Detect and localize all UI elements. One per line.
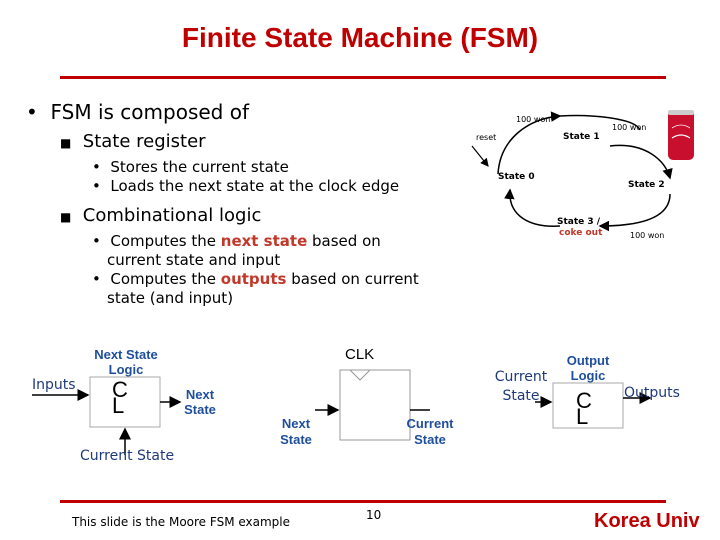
sub-bullet-state-register: ■ State register xyxy=(60,131,206,152)
brand-korea-univ: Korea Univ xyxy=(594,510,700,532)
footer-rule xyxy=(60,500,666,503)
clock-triangle xyxy=(349,369,371,381)
outputs-label: Outputs xyxy=(624,385,680,401)
state-0: State 0 xyxy=(498,172,535,182)
square-bullet: ■ xyxy=(60,210,72,224)
sub-bullet-combinational-logic: ■ Combinational logic xyxy=(60,205,262,226)
state-register-box xyxy=(339,369,411,441)
bullet-1-text: FSM is composed of xyxy=(50,100,250,124)
current-state-in-label: Current State xyxy=(80,448,175,464)
fsm-block-diagram xyxy=(32,369,652,455)
register-next-state-label: Next State xyxy=(280,416,312,447)
next-state-out-label: Next State xyxy=(184,387,216,417)
inputs-label: Inputs xyxy=(32,377,76,393)
sub1-item: • Stores the current state xyxy=(92,158,289,176)
square-bullet: ■ xyxy=(60,136,72,150)
register-current-state-label: Current State xyxy=(406,416,454,447)
next-state-logic-label: Next State Logic xyxy=(94,347,158,377)
state-3: State 3 / xyxy=(557,217,601,227)
edge-s1-s2 xyxy=(609,144,673,180)
next-state-logic-box xyxy=(89,376,161,428)
logic-symbol-1: C L xyxy=(112,377,128,418)
bullet-1: • FSM is composed of xyxy=(26,100,249,124)
slide-title: Finite State Machine (FSM) xyxy=(181,22,539,53)
edge-label-right: 100 won xyxy=(612,123,647,132)
sub2-item-2-line2: state (and input) xyxy=(107,289,234,307)
reset-arrow xyxy=(471,145,489,167)
edge-label-top: 100 won xyxy=(516,115,551,124)
page-number: 10 xyxy=(366,508,382,522)
current-state-label: Current State xyxy=(494,369,548,404)
edge-s1-cont xyxy=(559,114,641,131)
edge-s2-s3 xyxy=(598,193,671,232)
logic-symbol-2: C L xyxy=(576,388,592,429)
output-logic-label: Output Logic xyxy=(566,353,610,383)
edge-s0-s1 xyxy=(497,111,562,175)
state-1: State 1 xyxy=(563,132,600,142)
clk-label: CLK xyxy=(345,346,375,363)
footer-note: This slide is the Moore FSM example xyxy=(72,515,291,529)
state-diagram xyxy=(471,110,694,232)
sub2-items: • Computes the next state based on curre… xyxy=(92,232,462,308)
sub1-item: • Loads the next state at the clock edge xyxy=(92,177,400,195)
sub2-item-1-line2: current state and input xyxy=(107,251,281,269)
edge-s3-s0 xyxy=(504,188,561,227)
output-logic-box xyxy=(552,382,624,429)
edge-label-bottom: 100 won xyxy=(630,231,665,240)
title-underline xyxy=(60,76,666,79)
bullet-dot: • xyxy=(26,100,38,124)
state-3-output: coke out xyxy=(559,228,603,238)
coke-can-icon xyxy=(668,110,694,160)
sub1-items: • Stores the current state • Loads the n… xyxy=(92,158,399,196)
sub2-item-2: • Computes the outputs based on current xyxy=(92,270,419,288)
state-2: State 2 xyxy=(628,180,665,190)
sub2-item-1: • Computes the next state based on xyxy=(92,232,381,250)
reset-label: reset xyxy=(476,133,497,142)
